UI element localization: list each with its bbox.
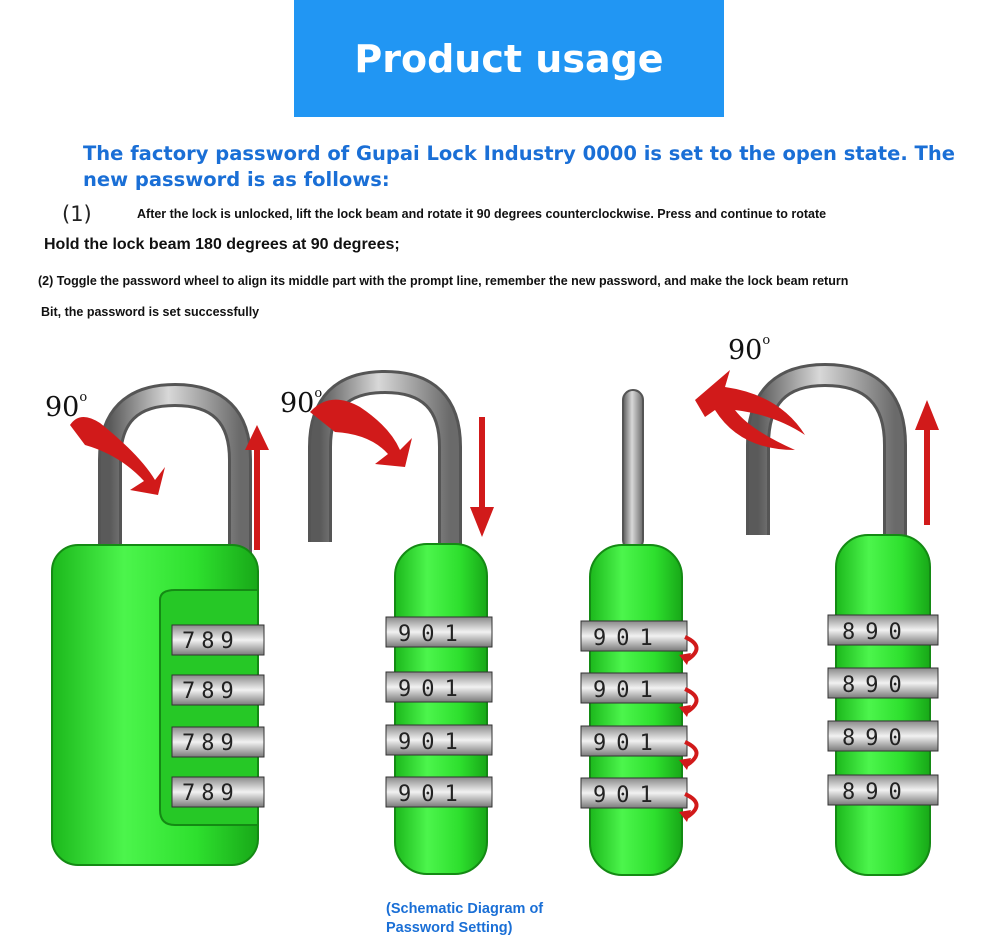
degree-symbol: o: [79, 390, 88, 405]
dial-digits: 789: [182, 781, 240, 806]
banner-title: Product usage: [354, 36, 664, 81]
degree-symbol: o: [762, 333, 771, 348]
dial-digits: 901: [593, 626, 663, 651]
padlock-4-illustration: 890 890 890 890: [695, 362, 939, 876]
dial-digits: 901: [593, 731, 663, 756]
instructions-heading: The factory password of Gupai Lock Indus…: [83, 142, 955, 191]
dial-digits: 901: [593, 783, 663, 808]
dial-turn-arrow-icons: [684, 635, 699, 819]
dial-digits: 901: [398, 730, 468, 755]
step-1-number: (1): [62, 202, 92, 226]
step-2-text: (2) Toggle the password wheel to align i…: [38, 274, 849, 288]
dial-digits: 901: [398, 677, 468, 702]
angle-value: 90: [280, 388, 315, 419]
degree-symbol: o: [314, 386, 323, 401]
angle-value: 90: [45, 392, 80, 423]
padlock-1-illustration: 789 789 789 789: [51, 382, 269, 866]
step-1-text: After the lock is unlocked, lift the loc…: [137, 207, 827, 221]
product-usage-banner: Product usage: [294, 0, 724, 117]
dial-digits: 890: [842, 726, 912, 751]
step-2-continued: Bit, the password is set successfully: [41, 305, 260, 319]
dial-digits: 901: [398, 622, 468, 647]
angle-value: 90: [728, 335, 763, 366]
step-1-continued: Hold the lock beam 180 degrees at 90 deg…: [44, 236, 400, 253]
dial-digits: 890: [842, 620, 912, 645]
padlock-2-illustration: 901 901 901 901: [308, 369, 494, 875]
rotate-arrow-icon: [70, 416, 165, 495]
diagram-caption: (Schematic Diagram of Password Setting): [386, 901, 544, 936]
dial-digits: 789: [182, 679, 240, 704]
padlock-3-illustration: 901 901 901 901: [580, 389, 699, 876]
dial-digits: 901: [398, 782, 468, 807]
dial-digits: 789: [182, 731, 240, 756]
dial-digits: 890: [842, 673, 912, 698]
dial-digits: 890: [842, 780, 912, 805]
rotate-arrow-icon: [310, 399, 412, 467]
angle-label-lock-4: 90o: [728, 333, 771, 366]
dial-digits: 901: [593, 678, 663, 703]
angle-label-lock-2: 90o: [280, 386, 323, 419]
dial-digits: 789: [182, 629, 240, 654]
rotate-arrow-icon: [695, 370, 805, 450]
angle-label-lock-1: 90o: [45, 390, 88, 423]
dial-stack-1: [171, 624, 265, 808]
